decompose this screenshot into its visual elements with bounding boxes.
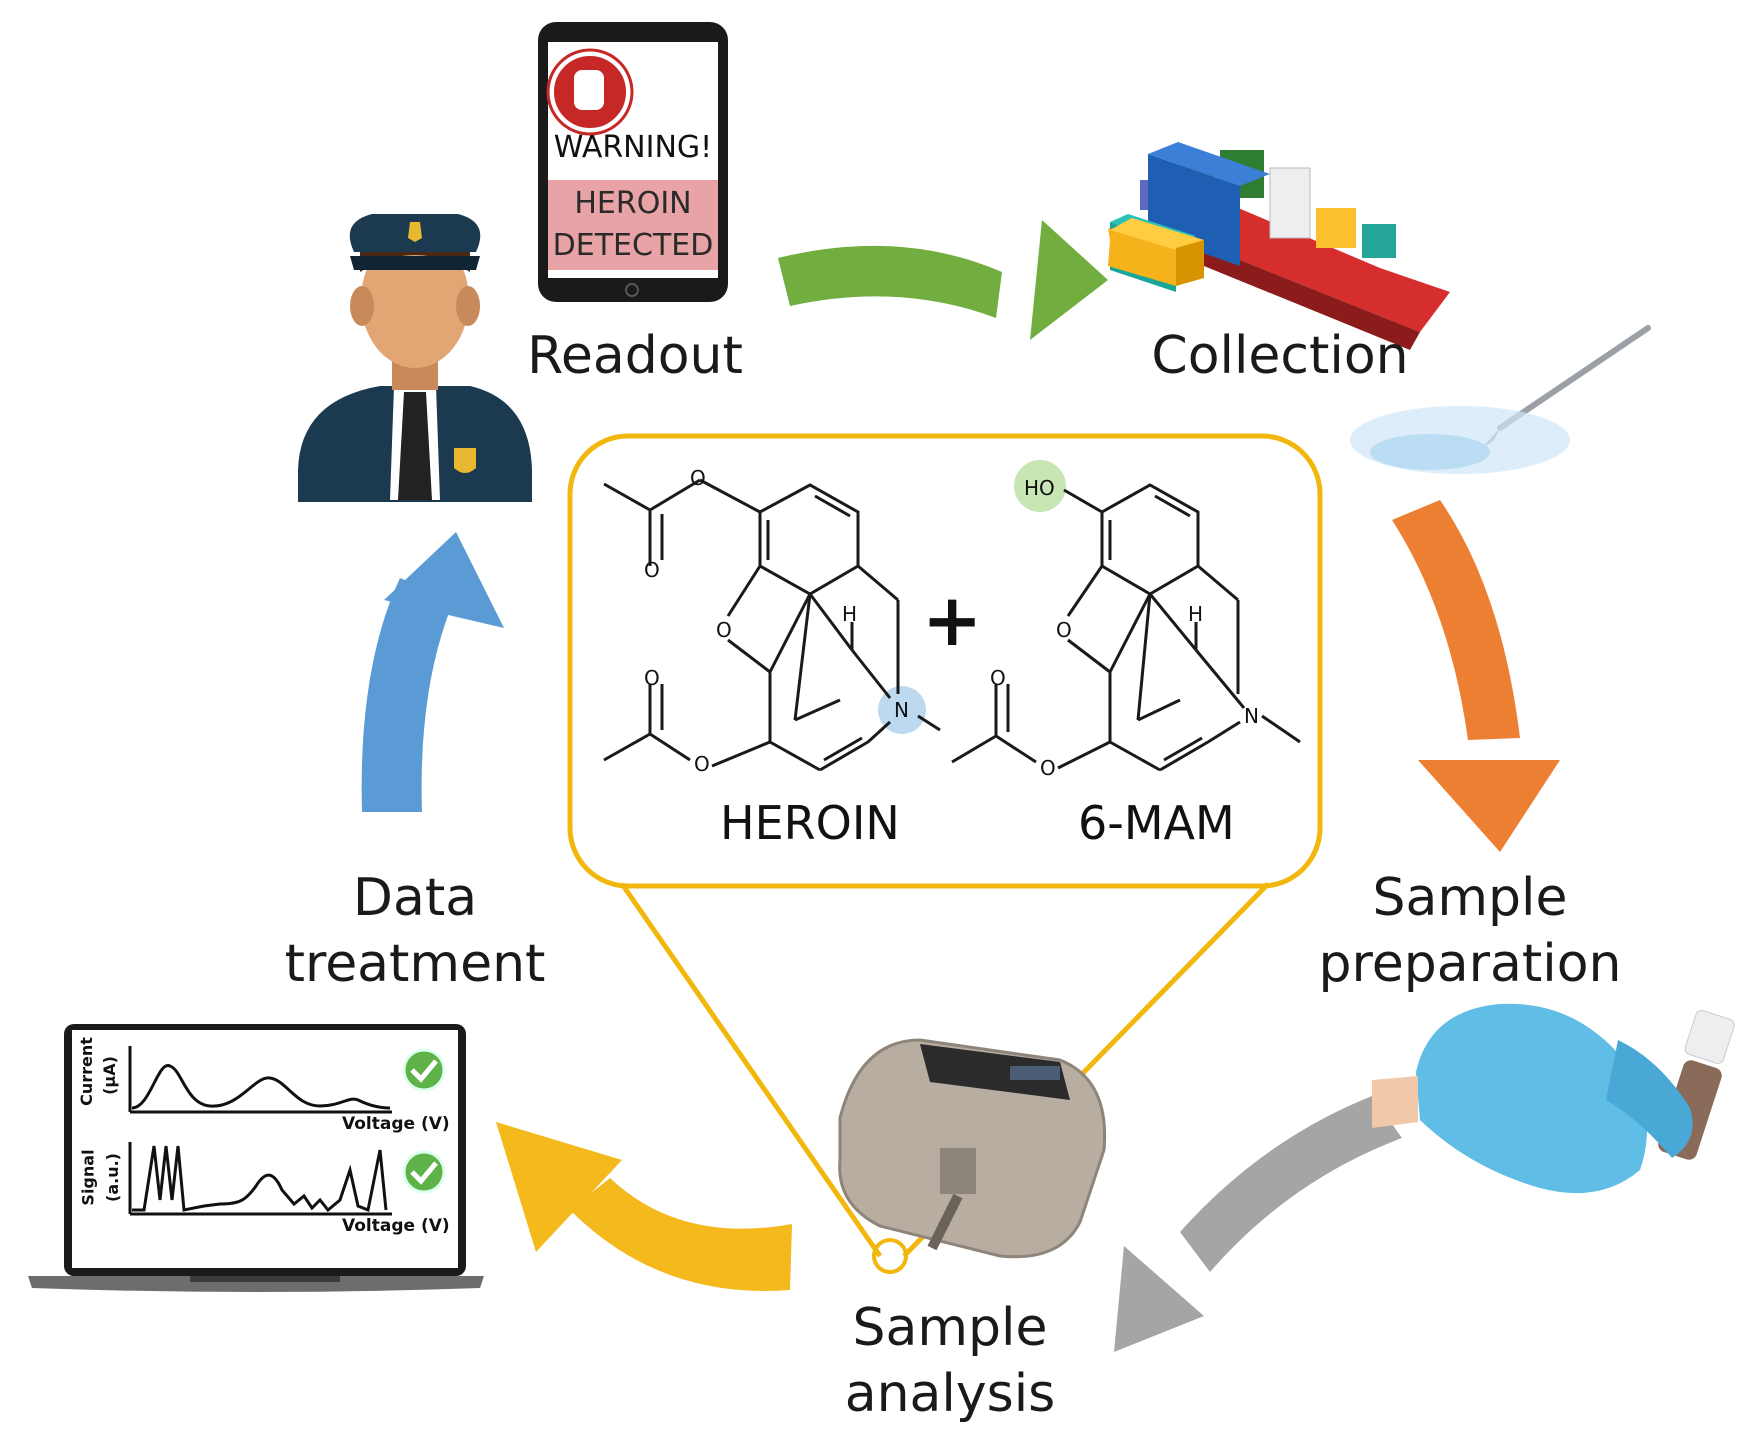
yellow-arrow: [496, 1122, 792, 1291]
data-treatment-label-2: treatment: [284, 934, 546, 994]
smartphone-icon: [538, 22, 728, 302]
green-arrow: [778, 220, 1108, 340]
phone-detected-text: DETECTED: [552, 228, 714, 263]
sample-preparation-label-2: preparation: [1318, 934, 1622, 994]
plus-sign: +: [922, 578, 983, 662]
potentiostat-device-icon: [838, 1038, 1107, 1259]
laptop-icon: [28, 1024, 484, 1292]
sample-preparation-label-1: Sample: [1372, 868, 1568, 928]
current-xlabel: Voltage (V): [342, 1114, 450, 1134]
mam-o-carbonyl: O: [990, 666, 1006, 690]
phone-warning-text: WARNING!: [553, 130, 713, 165]
mam-n-atom: N: [1244, 704, 1259, 728]
mam-o-ring: O: [1056, 618, 1072, 642]
heroin-o-ring: O: [716, 618, 732, 642]
check-icon: [402, 1150, 446, 1194]
heroin-h-atom: H: [842, 602, 858, 626]
data-treatment-label-1: Data: [352, 868, 478, 928]
phone-heroin-text: HEROIN: [574, 186, 692, 221]
current-ylabel-1: Current: [76, 1037, 96, 1106]
stop-hand-icon: [546, 48, 634, 136]
orange-arrow: [1392, 500, 1560, 852]
mam-name: 6-MAM: [1078, 796, 1235, 850]
heroin-o-carbonyl: O: [644, 558, 660, 582]
heroin-o-top: O: [690, 466, 706, 490]
police-officer-icon: [298, 214, 532, 502]
signal-ylabel-1: Signal: [78, 1149, 98, 1206]
signal-ylabel-2: (a.u.): [102, 1153, 122, 1202]
mam-structure: [951, 460, 1301, 772]
heroin-o-ester: O: [694, 752, 710, 776]
heroin-structure: [603, 478, 941, 772]
gloved-hand-vial-icon: [1372, 1003, 1735, 1194]
current-plot: [128, 1046, 392, 1114]
current-ylabel-2: (µA): [99, 1056, 119, 1095]
blue-arrow: [361, 532, 504, 812]
signal-plot: [128, 1142, 392, 1216]
heroin-n-atom: N: [894, 698, 909, 722]
mam-o-ester: O: [1040, 756, 1056, 780]
readout-label: Readout: [527, 326, 743, 386]
check-icon: [402, 1048, 446, 1092]
heroin-name: HEROIN: [720, 796, 900, 850]
heroin-o-carbonyl-low: O: [644, 666, 660, 690]
signal-xlabel: Voltage (V): [342, 1216, 450, 1236]
sample-analysis-label-1: Sample: [852, 1298, 1048, 1358]
collection-label: Collection: [1151, 326, 1409, 386]
mam-h-atom: H: [1188, 602, 1204, 626]
ho-atom-label: HO: [1024, 476, 1055, 500]
scalpel-icon: [1350, 325, 1651, 474]
sample-analysis-label-2: analysis: [844, 1364, 1056, 1424]
cargo-ship-icon: [1108, 142, 1450, 350]
molecule-callout: [567, 433, 1323, 1274]
grey-arrow: [1114, 1096, 1402, 1352]
